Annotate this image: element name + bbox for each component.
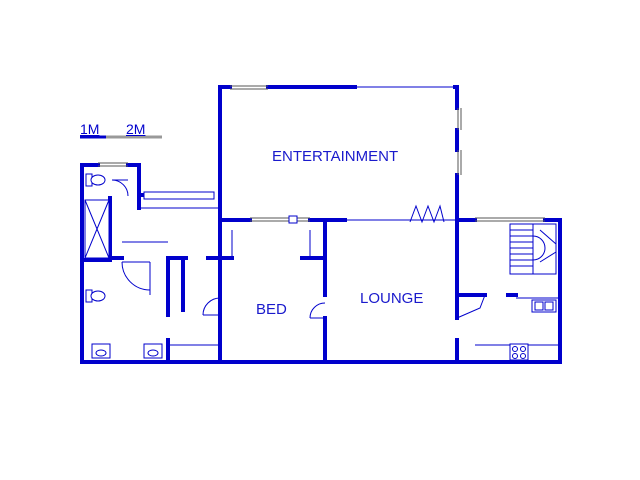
cooker-icon bbox=[509, 343, 529, 361]
basin-icon bbox=[143, 343, 163, 359]
outer-walls bbox=[80, 85, 562, 364]
basin-icon bbox=[91, 343, 111, 359]
scale-label-1m: 1M bbox=[80, 121, 100, 137]
shower-icon bbox=[84, 199, 110, 259]
folding-door-icon bbox=[409, 204, 445, 224]
sink-icon bbox=[531, 299, 557, 313]
interior-walls bbox=[80, 193, 518, 364]
room-label-entertainment: ENTERTAINMENT bbox=[272, 148, 399, 165]
toilet-icon bbox=[85, 289, 106, 303]
scale-label-2m: 2M bbox=[126, 121, 146, 137]
toilet-icon bbox=[85, 173, 106, 187]
room-label-bed: BED bbox=[256, 301, 287, 318]
door-swings bbox=[111, 179, 486, 319]
room-label-lounge: LOUNGE bbox=[360, 290, 424, 307]
staircase-icon bbox=[509, 223, 557, 275]
